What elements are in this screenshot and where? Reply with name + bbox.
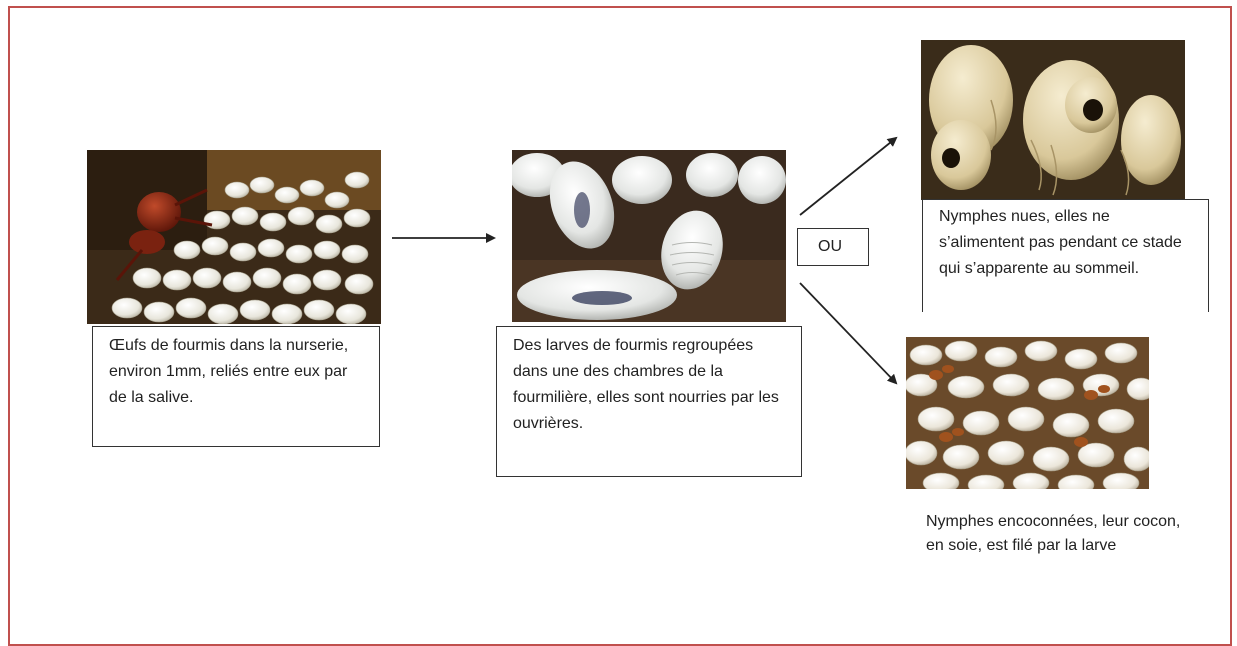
cocoon-pupae-photo — [906, 337, 1149, 489]
cocoon-pupae-caption: Nymphes encoconnées, leur cocon, en soie… — [926, 510, 1186, 558]
naked-pupae-caption: Nymphes nues, elles ne s’alimentent pas … — [939, 208, 1182, 277]
naked-pupae-caption-box: Nymphes nues, elles ne s’alimentent pas … — [922, 199, 1209, 312]
larvae-caption-box: Des larves de fourmis regroupées dans un… — [496, 326, 802, 477]
eggs-caption: Œufs de fourmis dans la nurserie, enviro… — [109, 337, 349, 406]
naked-pupae-photo — [921, 40, 1185, 200]
larvae-photo — [512, 150, 786, 322]
eggs-caption-box: Œufs de fourmis dans la nurserie, enviro… — [92, 326, 380, 447]
branch-label: OU — [818, 238, 842, 255]
branch-label-box: OU — [797, 228, 869, 266]
larvae-caption: Des larves de fourmis regroupées dans un… — [513, 337, 779, 432]
eggs-photo — [87, 150, 381, 324]
cocoon-pupae-caption-text: Nymphes encoconnées, leur cocon, en soie… — [926, 513, 1181, 554]
